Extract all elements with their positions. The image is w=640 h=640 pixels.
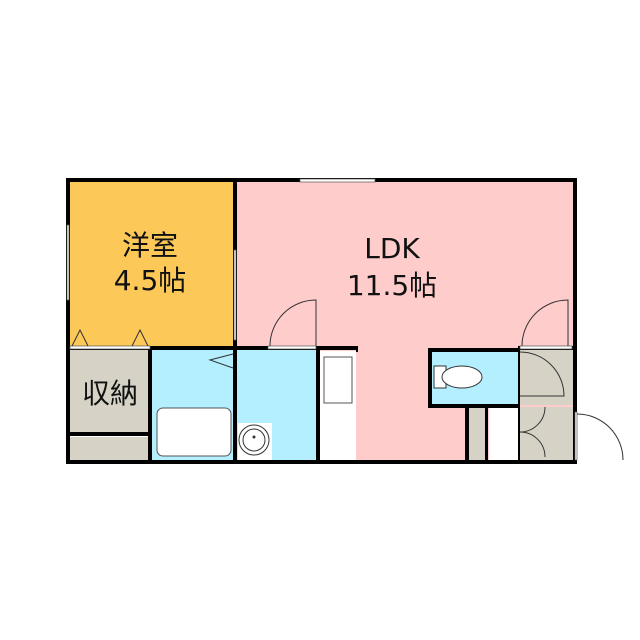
storage-door-a [71, 328, 89, 347]
door-ldk-washroom [269, 299, 317, 347]
windows [66, 178, 578, 461]
doors [71, 299, 624, 461]
western-room-name: 洋室 [122, 229, 178, 262]
bath-door [208, 353, 234, 369]
storage-room-name: 収納 [82, 377, 138, 410]
door-closet-lower-a [519, 406, 546, 433]
door-closet-lower-b [519, 431, 546, 458]
kitchen-sink [323, 356, 353, 404]
storage-door-b [131, 328, 149, 347]
bathtub [156, 407, 232, 457]
small-storage [70, 437, 150, 460]
storage-room [70, 350, 150, 433]
ldk-room-size: 11.5帖 [347, 269, 437, 302]
door-closet-upper [519, 351, 565, 397]
closet-upper [520, 350, 573, 405]
door-ldk-closet [521, 299, 569, 347]
western-room [70, 182, 235, 348]
toilet-icon [441, 365, 483, 389]
western-room-size: 4.5帖 [114, 264, 187, 297]
ldk-room-name: LDK [364, 232, 420, 265]
entrance-door [576, 413, 624, 461]
